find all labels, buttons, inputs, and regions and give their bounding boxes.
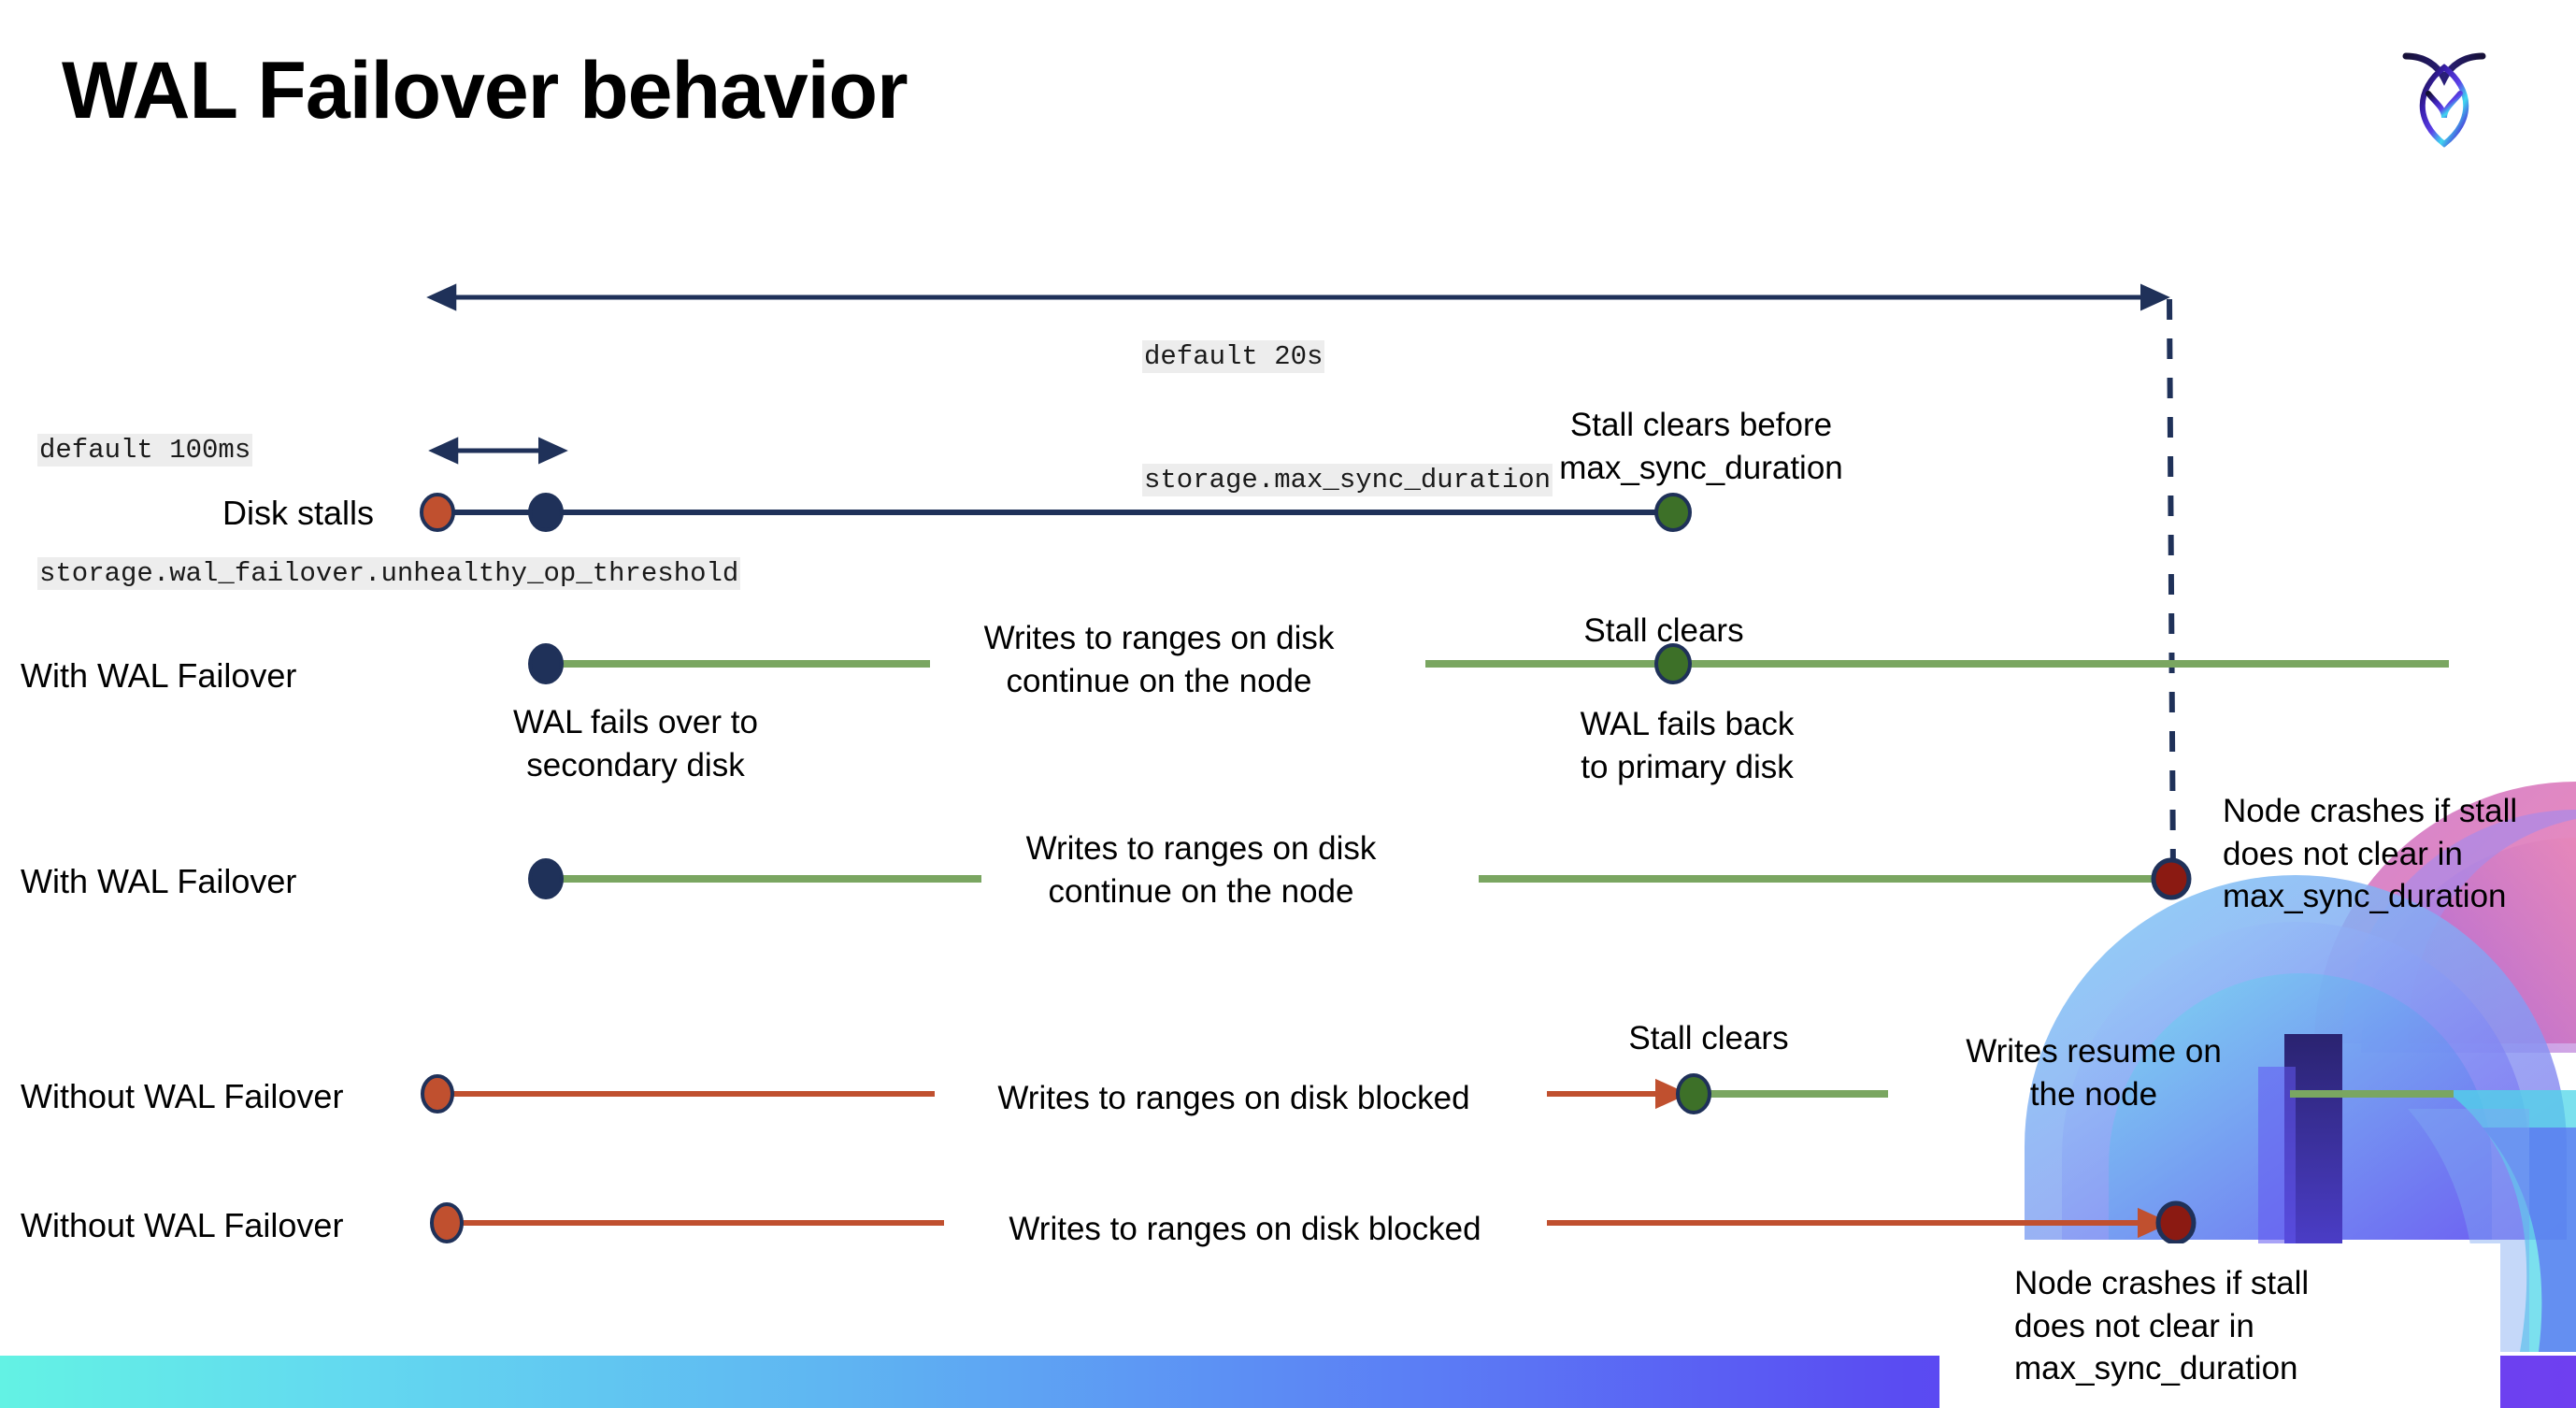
note-node-crashes-2-backdrop — [1939, 1243, 2500, 1408]
row-label-with-wal-failover-1: With WAL Failover — [21, 656, 297, 695]
annotation-max-sync-setting: storage.max_sync_duration — [1142, 464, 1553, 497]
guide-dashed-vertical — [2167, 298, 2176, 878]
row-label-without-wal-failover-1: Without WAL Failover — [21, 1077, 344, 1115]
note-node-crashes-1: Node crashes if stall does not clear in … — [2223, 793, 2518, 914]
marker-stall-start — [430, 1202, 464, 1243]
note-stall-clears-1: Stall clears — [1583, 612, 1744, 649]
row-label-with-wal-failover-2: With WAL Failover — [21, 862, 297, 900]
row-label-without-wal-failover-2: Without WAL Failover — [21, 1206, 344, 1244]
marker-node-crash — [2155, 1200, 2197, 1245]
page-title: WAL Failover behavior — [62, 46, 909, 136]
cockroachdb-logo-icon — [2393, 32, 2496, 151]
marker-failover — [528, 858, 564, 899]
note-writes-resume-on-node: Writes resume on the node — [1966, 1033, 2222, 1113]
row-label-disk-stalls: Disk stalls — [222, 494, 375, 532]
note-wal-fails-over-to-secondary: WAL fails over to secondary disk — [513, 704, 758, 783]
marker-failover — [528, 643, 564, 684]
timeline-row-with-failover-1 — [528, 643, 2449, 684]
annotation-unhealthy-op-threshold: default 100ms storage.wal_failover.unhea… — [37, 348, 741, 637]
marker-stall-start — [421, 1074, 454, 1113]
marker-stall-clears — [1654, 493, 1692, 532]
marker-stall-clears — [1676, 1073, 1711, 1114]
annotation-unhealthy-setting: storage.wal_failover.unhealthy_op_thresh… — [37, 557, 741, 591]
note-writes-continue-on-node-2: Writes to ranges on disk continue on the… — [1025, 830, 1377, 910]
note-wal-fails-back-to-primary: WAL fails back to primary disk — [1580, 706, 1795, 785]
note-writes-continue-on-node-1: Writes to ranges on disk continue on the… — [983, 620, 1335, 699]
annotation-max-sync-default: default 20s — [1142, 340, 1325, 374]
marker-node-crash — [2151, 857, 2192, 900]
note-writes-blocked-1: Writes to ranges on disk blocked — [997, 1080, 1470, 1116]
annotation-unhealthy-default: default 100ms — [37, 434, 253, 467]
note-node-crashes-2: Node crashes if stall does not clear in … — [2014, 1265, 2310, 1386]
note-stall-clears-before-max-sync: Stall clears before max_sync_duration — [1559, 407, 1843, 486]
note-writes-blocked-2: Writes to ranges on disk blocked — [1009, 1211, 1481, 1247]
annotation-max-sync-duration: default 20s storage.max_sync_duration — [1142, 254, 1553, 543]
note-stall-clears-2: Stall clears — [1628, 1020, 1789, 1056]
